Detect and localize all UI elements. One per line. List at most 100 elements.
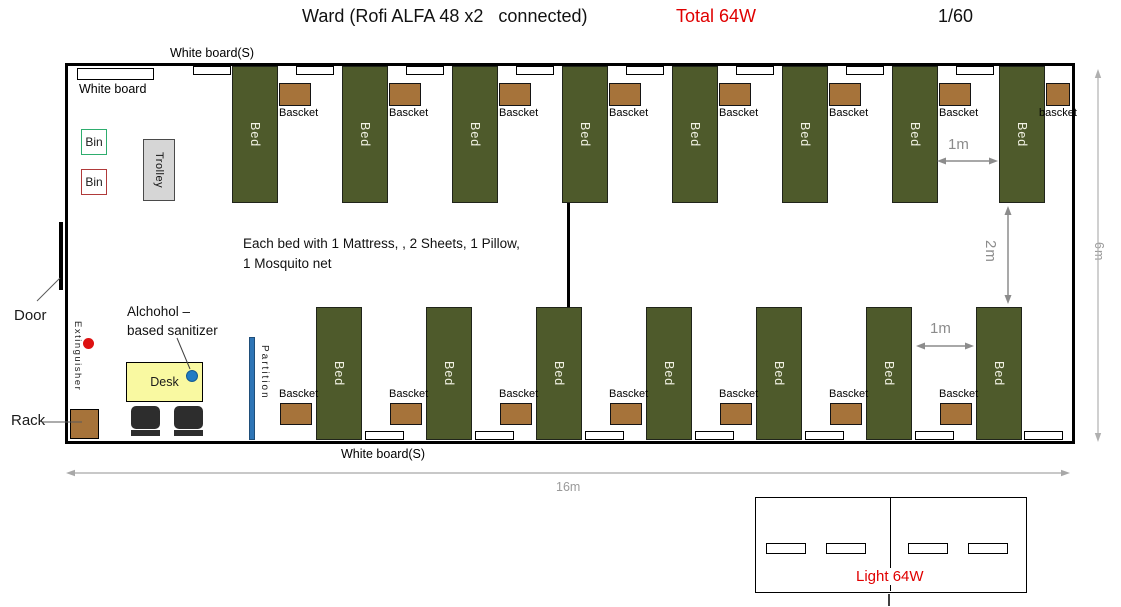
basket-label: Bascket (609, 388, 649, 400)
whiteboards-bottom-label: White board(S) (341, 447, 426, 461)
chair (131, 406, 160, 429)
light-tube-icon (826, 543, 866, 554)
basket-label: Bascket (609, 107, 649, 119)
small-whiteboard (695, 431, 734, 440)
light-tube-icon (908, 543, 948, 554)
chair (174, 406, 203, 429)
bedding-note-line2: 1 Mosquito net (243, 256, 332, 271)
small-whiteboard (805, 431, 844, 440)
partition (249, 337, 255, 440)
bed: Bed (646, 307, 692, 440)
basket-label: Bascket (499, 107, 539, 119)
legend-divider-line (890, 498, 891, 591)
whiteboards-top-label: White board(S) (170, 46, 255, 60)
bed: Bed (999, 66, 1045, 203)
bed-label: Bed (358, 121, 372, 148)
bed: Bed (342, 66, 388, 203)
desk: Desk (126, 362, 203, 402)
bed-label: Bed (442, 360, 456, 387)
door-label: Door (14, 307, 47, 324)
bin-red: Bin (81, 169, 107, 195)
dim-1m-bottom-label: 1m (930, 320, 951, 337)
basket (609, 83, 641, 106)
dim-1m-top-label: 1m (948, 136, 969, 153)
basket (499, 83, 531, 106)
bed: Bed (452, 66, 498, 203)
rack-label: Rack (11, 412, 46, 429)
basket (939, 83, 971, 106)
chair-base (174, 430, 203, 436)
bed: Bed (782, 66, 828, 203)
bed: Bed (976, 307, 1022, 440)
bed-label: Bed (332, 360, 346, 387)
bed: Bed (866, 307, 912, 440)
basket-label: Bascket (829, 107, 869, 119)
bed-label: Bed (578, 121, 592, 148)
small-whiteboard (365, 431, 404, 440)
basket-label: Bascket (829, 388, 869, 400)
bed: Bed (536, 307, 582, 440)
chair-base (131, 430, 160, 436)
extinguisher-label: Extinguisher (72, 321, 83, 392)
bed: Bed (426, 307, 472, 440)
bed: Bed (672, 66, 718, 203)
total-power-label: Total 64W (676, 6, 757, 26)
basket (1046, 83, 1070, 106)
basket-label: bascket (1039, 107, 1077, 119)
bed-label: Bed (552, 360, 566, 387)
bed-label: Bed (772, 360, 786, 387)
basket (389, 83, 421, 106)
small-whiteboard (956, 66, 994, 75)
bed-label: Bed (248, 121, 262, 148)
basket-label: Bascket (719, 107, 759, 119)
dim-16m-label: 16m (556, 480, 581, 494)
light-tube-icon (968, 543, 1008, 554)
bed-label: Bed (992, 360, 1006, 387)
basket-label: Bascket (939, 107, 979, 119)
basket-label: Bascket (499, 388, 539, 400)
basket (500, 403, 532, 425)
basket (610, 403, 642, 425)
small-whiteboard (626, 66, 664, 75)
main-whiteboard (77, 68, 154, 80)
small-whiteboard (736, 66, 774, 75)
basket (940, 403, 972, 425)
bin-green: Bin (81, 129, 107, 155)
basket-label: Bascket (719, 388, 759, 400)
page-title: Ward (Rofi ALFA 48 x2 connected) (302, 6, 588, 26)
basket-label: Bascket (389, 388, 429, 400)
bed-label: Bed (688, 121, 702, 148)
small-whiteboard (846, 66, 884, 75)
small-whiteboard (1024, 431, 1063, 440)
main-whiteboard-label: White board (79, 82, 147, 96)
bed: Bed (232, 66, 278, 203)
basket (830, 403, 862, 425)
trolley-label: Trolley (153, 151, 165, 189)
small-whiteboard (193, 66, 231, 75)
basket-label: Bascket (279, 388, 319, 400)
small-whiteboard (915, 431, 954, 440)
bed-label: Bed (662, 360, 676, 387)
bed-label: Bed (1015, 121, 1029, 148)
bed: Bed (316, 307, 362, 440)
bed: Bed (562, 66, 608, 203)
rack (70, 409, 99, 439)
bed-label: Bed (882, 360, 896, 387)
sanitizer-label-line1: Alchohol – (127, 304, 191, 319)
extinguisher-dot-icon (83, 338, 94, 349)
trolley: Trolley (143, 139, 175, 201)
small-whiteboard (475, 431, 514, 440)
dim-6m-label: 6m (1092, 242, 1106, 262)
basket (719, 83, 751, 106)
scale-label: 1/60 (938, 6, 974, 26)
small-whiteboard (406, 66, 444, 75)
small-whiteboard (296, 66, 334, 75)
bedding-note-line1: Each bed with 1 Mattress, , 2 Sheets, 1 … (243, 236, 520, 251)
basket (720, 403, 752, 425)
basket (280, 403, 312, 425)
sanitizer-dot-icon (186, 370, 198, 382)
partition-label: Partition (259, 345, 270, 400)
dim-2m-label: 2m (982, 240, 999, 263)
basket-label: Bascket (279, 107, 319, 119)
sanitizer-label-line2: based sanitizer (127, 323, 218, 338)
